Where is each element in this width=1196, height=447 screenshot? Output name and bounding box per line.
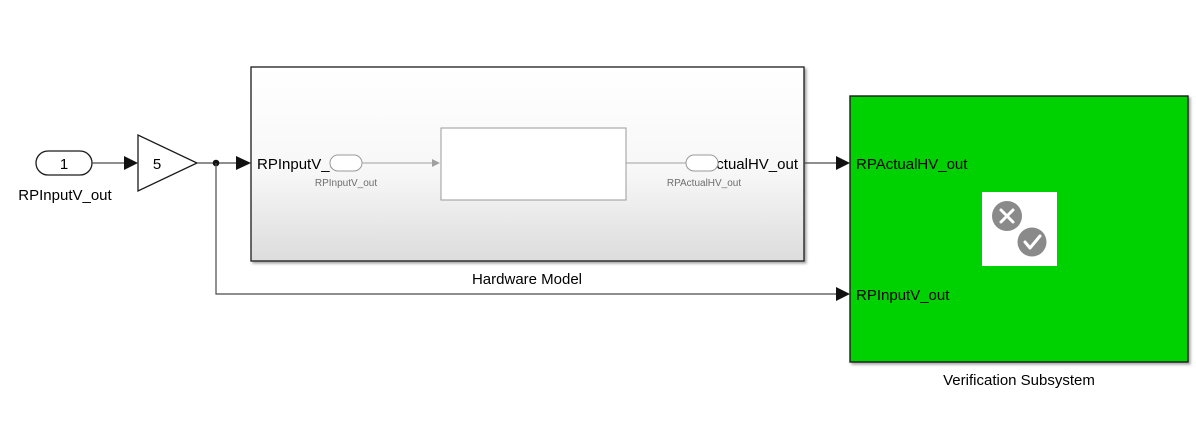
inport-block[interactable]: 1 bbox=[35, 150, 93, 176]
signal-arrow bbox=[836, 287, 850, 301]
signal-arrow bbox=[836, 156, 850, 170]
hardware-inner-input-label: RPInputV_out bbox=[315, 178, 377, 189]
verification-status-icon bbox=[982, 192, 1057, 266]
hardware-model-name-label: Hardware Model bbox=[472, 271, 582, 288]
verification-subsystem-name-label: Verification Subsystem bbox=[943, 372, 1095, 389]
hardware-model-block[interactable]: RPInputV_out RPActualHV_out RPInputV_out… bbox=[250, 66, 805, 262]
verification-subsystem-block[interactable]: RPActualHV_out RPInputV_out bbox=[849, 95, 1189, 363]
inport-name-label: RPInputV_out bbox=[18, 187, 112, 204]
verification-input-port-2-label: RPInputV_out bbox=[856, 287, 950, 304]
hardware-internal-preview: RPInputV_out RPActualHV_out bbox=[315, 127, 742, 201]
verification-input-port-1-label: RPActualHV_out bbox=[856, 156, 968, 173]
hardware-input-port-label: RPInputV_out bbox=[257, 156, 351, 173]
signal-arrow bbox=[124, 156, 138, 170]
gain-block[interactable]: 5 bbox=[137, 133, 199, 193]
inport-number: 1 bbox=[60, 156, 68, 173]
signal-line-branch-to-verification[interactable] bbox=[215, 163, 836, 295]
hardware-inner-output-label: RPActualHV_out bbox=[667, 178, 742, 189]
signal-arrow bbox=[236, 156, 251, 170]
gain-value: 5 bbox=[153, 156, 161, 173]
